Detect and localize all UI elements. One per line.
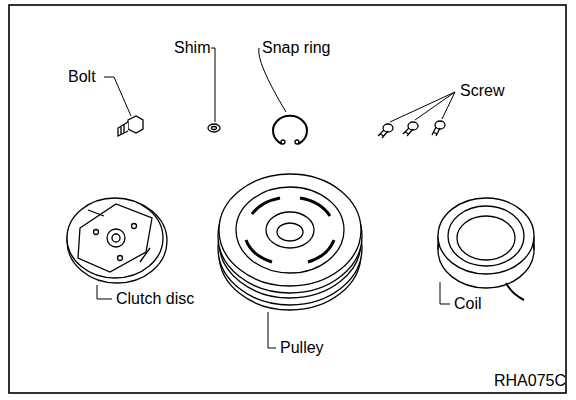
figure-code: RHA075C — [494, 372, 566, 390]
disc-rim — [67, 199, 167, 283]
leader-line — [390, 92, 455, 122]
shim-drawing — [208, 124, 220, 132]
pulley-friction-ring — [236, 187, 344, 273]
leader-line — [97, 285, 112, 299]
snap-ring-drawing — [273, 116, 307, 144]
part-label: Snap ring — [262, 39, 331, 57]
screw-shank — [403, 128, 413, 136]
leader-line — [259, 48, 286, 112]
shim-hole — [212, 127, 217, 130]
part-label: Bolt — [68, 68, 96, 86]
pulley-bore — [277, 223, 303, 241]
rivet — [118, 256, 123, 261]
pulley-slot — [246, 198, 334, 262]
bolt-head — [128, 116, 143, 133]
part-label: Shim — [174, 39, 210, 57]
coil-drawing — [438, 198, 534, 300]
disc-bore — [112, 234, 120, 242]
coil-winding — [448, 206, 524, 266]
disc-hub — [107, 229, 125, 247]
disc-plate — [78, 204, 152, 272]
disc-spring — [88, 210, 150, 262]
rivet — [94, 230, 99, 235]
shim-outer — [208, 124, 220, 132]
part-label: Pulley — [280, 339, 324, 357]
screw-head — [408, 122, 418, 130]
disc-face — [67, 198, 163, 278]
screw-head — [383, 124, 393, 132]
clutch-disc-drawing — [67, 198, 167, 283]
screw-shank — [378, 130, 388, 138]
coil-bore — [457, 216, 515, 260]
pulley-hub — [266, 212, 314, 248]
part-label: Coil — [454, 295, 482, 313]
bolt-shank — [118, 122, 128, 136]
leader-line — [104, 77, 131, 116]
bolt-thread — [121, 125, 124, 134]
coil-face — [438, 198, 534, 274]
ring-eye — [281, 140, 285, 144]
screw-head — [435, 121, 445, 129]
leader-lines — [97, 48, 455, 348]
coil-wire — [506, 283, 524, 300]
rivet — [132, 224, 137, 229]
leader-line — [211, 48, 215, 122]
ring-body — [273, 116, 307, 144]
screw-shank — [432, 127, 440, 136]
part-label: Clutch disc — [116, 290, 194, 308]
pulley-face — [219, 174, 361, 286]
pulley-drawing — [218, 174, 362, 310]
part-label: Screw — [460, 82, 504, 100]
leader-line — [268, 312, 276, 348]
ring-eye — [295, 140, 299, 144]
border — [9, 5, 566, 393]
leader-line — [440, 282, 450, 304]
screw-drawing — [378, 121, 445, 138]
bolt-drawing — [118, 116, 143, 136]
